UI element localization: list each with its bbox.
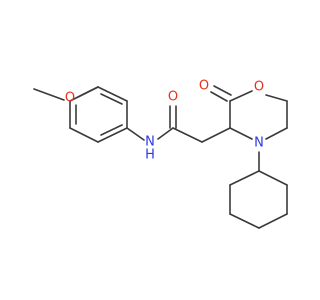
bond-layer: [33, 85, 288, 229]
bond-ring-o-c6: [265, 94, 288, 102]
bond-cy-4: [229, 213, 260, 229]
bond-n-carbonyl: [157, 127, 174, 140]
atom-label-layer: O O N H O O N: [65, 79, 264, 163]
bond-methyl-o: [33, 88, 65, 101]
bond-c2-o-b: [213, 85, 232, 96]
bond-aryl-n: [126, 127, 145, 141]
molecule-structure-diagram: O O N H O O N: [33, 79, 288, 229]
bond-ring-3: [97, 127, 128, 143]
bond-ring-double-2: [100, 124, 123, 136]
amide-nitrogen-label: N: [145, 135, 155, 150]
bond-n-c3: [229, 127, 253, 140]
lactone-carbonyl-oxygen-label: O: [199, 79, 209, 94]
bond-c5-n: [265, 127, 288, 140]
bond-c2-ring-o: [229, 90, 253, 102]
bond-ch2-ring: [201, 127, 231, 143]
bond-carbonyl-ch2: [172, 127, 203, 143]
bond-ring-6: [69, 86, 99, 102]
bond-c2-o-a: [210, 91, 228, 102]
ring-nitrogen-label: N: [254, 136, 264, 151]
bond-cy-6: [229, 170, 260, 186]
bond-ring-4: [69, 127, 99, 143]
amide-hydrogen-label: H: [145, 148, 155, 163]
ring-oxygen-label: O: [254, 80, 264, 95]
bond-ring-double-1: [100, 93, 123, 105]
bond-ring-1: [97, 86, 128, 102]
bond-cy-1: [258, 170, 288, 186]
amide-oxygen-label: O: [168, 90, 178, 105]
methoxy-oxygen-label: O: [65, 91, 75, 106]
bond-cy-3: [258, 213, 288, 229]
